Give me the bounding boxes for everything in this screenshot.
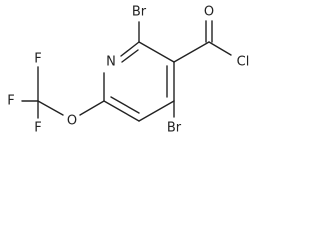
atom-o-carbonyl: O bbox=[204, 5, 214, 20]
atom-f-top: F bbox=[34, 52, 41, 67]
atom-n-ring: N bbox=[106, 55, 116, 70]
bond-c4-c5 bbox=[138, 100, 175, 122]
bond-o-cf3 bbox=[37, 100, 64, 116]
atom-labels: Br N O Cl Br O F F F bbox=[7, 5, 249, 136]
bond-carbonyl-cl bbox=[208, 41, 232, 56]
atom-cl-acyl: Cl bbox=[237, 55, 250, 70]
atom-f-bottom: F bbox=[34, 121, 41, 136]
structure-diagram: Br N O Cl Br O F F F bbox=[0, 0, 260, 138]
molecule-drawing: Br N O Cl Br O F F F bbox=[7, 5, 249, 136]
bond-c3-carbonyl-c bbox=[173, 41, 210, 63]
bond-c2-n1 bbox=[120, 41, 140, 57]
atom-br-bottom: Br bbox=[167, 121, 182, 136]
atom-o-ether: O bbox=[67, 114, 77, 129]
bond-c2-n1-inner bbox=[121, 49, 139, 63]
atom-f-left: F bbox=[7, 94, 14, 109]
bond-c5-c6 bbox=[103, 100, 140, 122]
pyridine-ring bbox=[103, 41, 175, 122]
bond-c2-c3 bbox=[138, 41, 175, 63]
atom-br-top: Br bbox=[132, 5, 147, 20]
substituents bbox=[21, 20, 232, 119]
bond-c5-c6-inner bbox=[110, 96, 140, 114]
bond-c6-o bbox=[79, 100, 105, 116]
